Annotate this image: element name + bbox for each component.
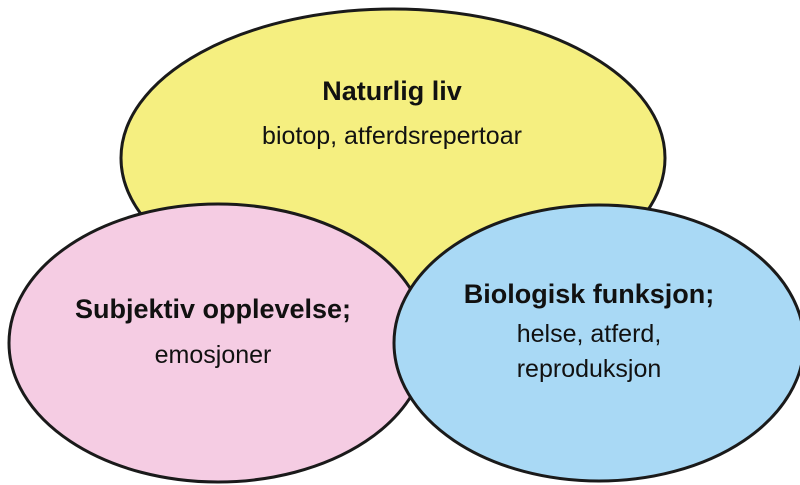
subjektiv-opplevelse-title: Subjektiv opplevelse; bbox=[74, 294, 352, 324]
biologisk-funksjon-description-line-2: reproduksjon bbox=[516, 355, 662, 383]
subjektiv-opplevelse-description: emosjoner bbox=[154, 341, 272, 369]
biologisk-funksjon-title: Biologisk funksjon; bbox=[463, 279, 715, 309]
naturlig-liv-description: biotop, atferdsrepertoar bbox=[262, 122, 522, 150]
naturlig-liv-title: Naturlig liv bbox=[322, 76, 462, 106]
ellipse-biologisk-funksjon bbox=[392, 203, 800, 483]
biologisk-funksjon-description-line-1: helse, atferd, bbox=[516, 320, 662, 348]
